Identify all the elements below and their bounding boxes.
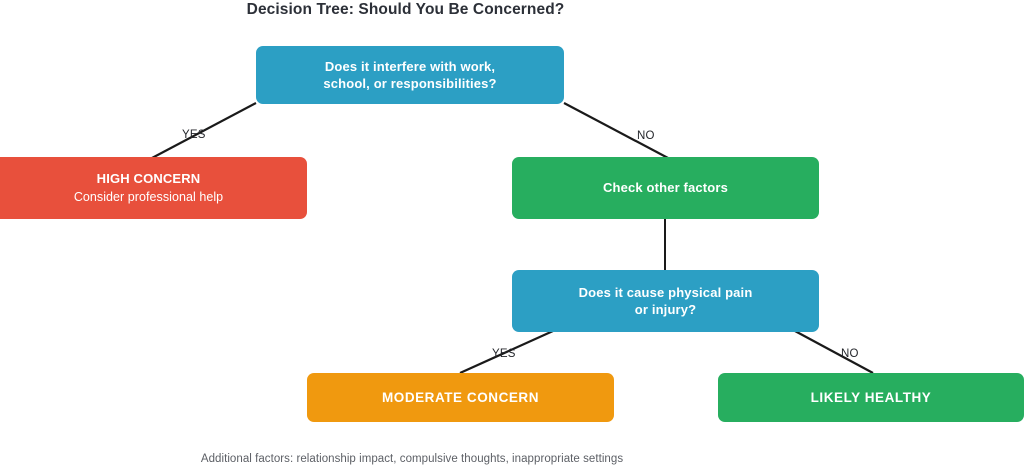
node-moderate-concern[interactable]: MODERATE CONCERN xyxy=(307,373,614,422)
node-pain-question-line1: Does it cause physical pain xyxy=(578,284,753,300)
edge-pain-yes xyxy=(459,329,554,375)
edge-label-root-no: NO xyxy=(637,130,655,142)
node-high-concern[interactable]: HIGH CONCERN Consider professional help xyxy=(0,157,307,219)
node-root-question[interactable]: Does it interfere with work, school, or … xyxy=(256,46,564,104)
node-high-concern-title: HIGH CONCERN xyxy=(96,170,201,186)
node-pain-question-line2: or injury? xyxy=(634,302,697,317)
node-likely-healthy[interactable]: LIKELY HEALTHY xyxy=(718,373,1024,422)
node-check-other-factors-title: Check other factors xyxy=(603,180,728,196)
node-pain-question[interactable]: Does it cause physical pain or injury? xyxy=(512,270,819,332)
edge-root-no xyxy=(563,102,669,159)
node-likely-healthy-title: LIKELY HEALTHY xyxy=(810,389,932,405)
page-title: Decision Tree: Should You Be Concerned? xyxy=(246,1,565,18)
footer-note: Additional factors: relationship impact,… xyxy=(200,453,624,465)
node-high-concern-subtitle: Consider professional help xyxy=(73,190,224,205)
node-check-other-factors[interactable]: Check other factors xyxy=(512,157,819,219)
edge-label-root-yes: YES xyxy=(182,129,206,141)
node-moderate-concern-title: MODERATE CONCERN xyxy=(381,389,540,405)
edge-label-pain-no: NO xyxy=(841,348,859,360)
node-root-question-line2: school, or responsibilities? xyxy=(323,76,497,91)
edge-root-yes xyxy=(151,102,257,159)
edge-label-pain-yes: YES xyxy=(492,348,516,360)
node-root-question-line1: Does it interfere with work, xyxy=(324,58,496,74)
edge-pain-no xyxy=(794,330,874,374)
